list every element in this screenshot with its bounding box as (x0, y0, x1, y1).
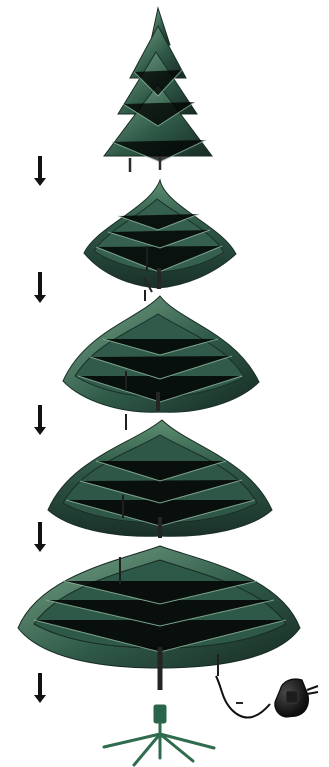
down-arrow-icon (34, 673, 46, 703)
tree-stand (104, 705, 214, 765)
down-arrow-icon (34, 405, 46, 435)
down-arrow-icon (34, 522, 46, 552)
power-adapter-icon (216, 676, 318, 718)
tree-section-bottom (18, 546, 300, 690)
tree-section-top (104, 8, 212, 172)
tree-section-lower-middle (48, 414, 272, 538)
tree-section-upper-middle (84, 180, 236, 292)
tree-section-middle (63, 290, 259, 412)
down-arrow-icon (34, 272, 46, 303)
down-arrow-icon (34, 156, 46, 186)
